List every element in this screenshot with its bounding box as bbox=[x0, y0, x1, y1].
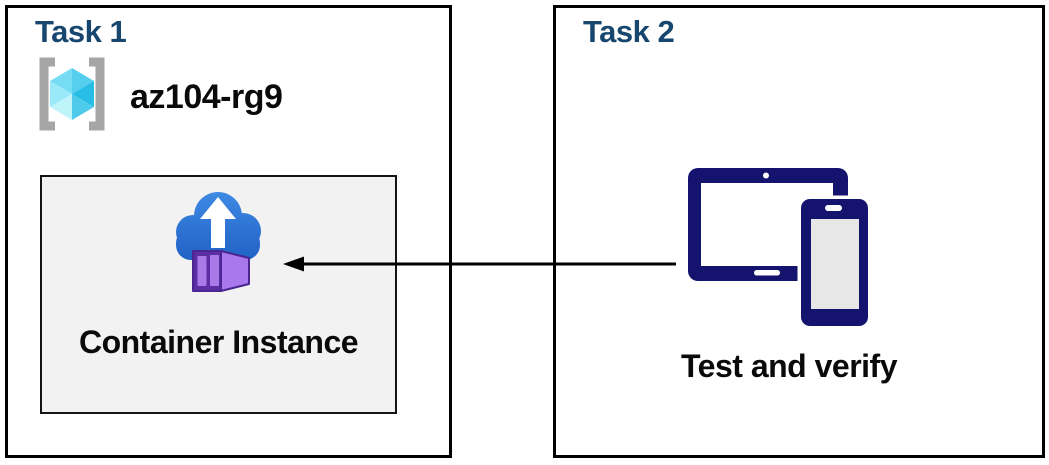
task1-title: Task 1 bbox=[35, 14, 127, 49]
container-instance-icon bbox=[168, 188, 268, 300]
task2-title: Task 2 bbox=[583, 14, 675, 49]
task1-box: Task 1 az104-rg9 bbox=[5, 5, 452, 458]
resource-group-name: az104-rg9 bbox=[130, 77, 283, 116]
test-and-verify-label: Test and verify bbox=[681, 348, 897, 384]
task2-box: Task 2 Test and verify bbox=[553, 5, 1045, 458]
resource-group-icon bbox=[32, 57, 112, 137]
resource-group-row: az104-rg9 bbox=[32, 57, 283, 137]
left-arrow-connector bbox=[283, 256, 676, 272]
devices-icon bbox=[685, 164, 875, 331]
container-instance-label: Container Instance bbox=[78, 324, 359, 360]
container-instance-box: Container Instance bbox=[40, 175, 397, 414]
